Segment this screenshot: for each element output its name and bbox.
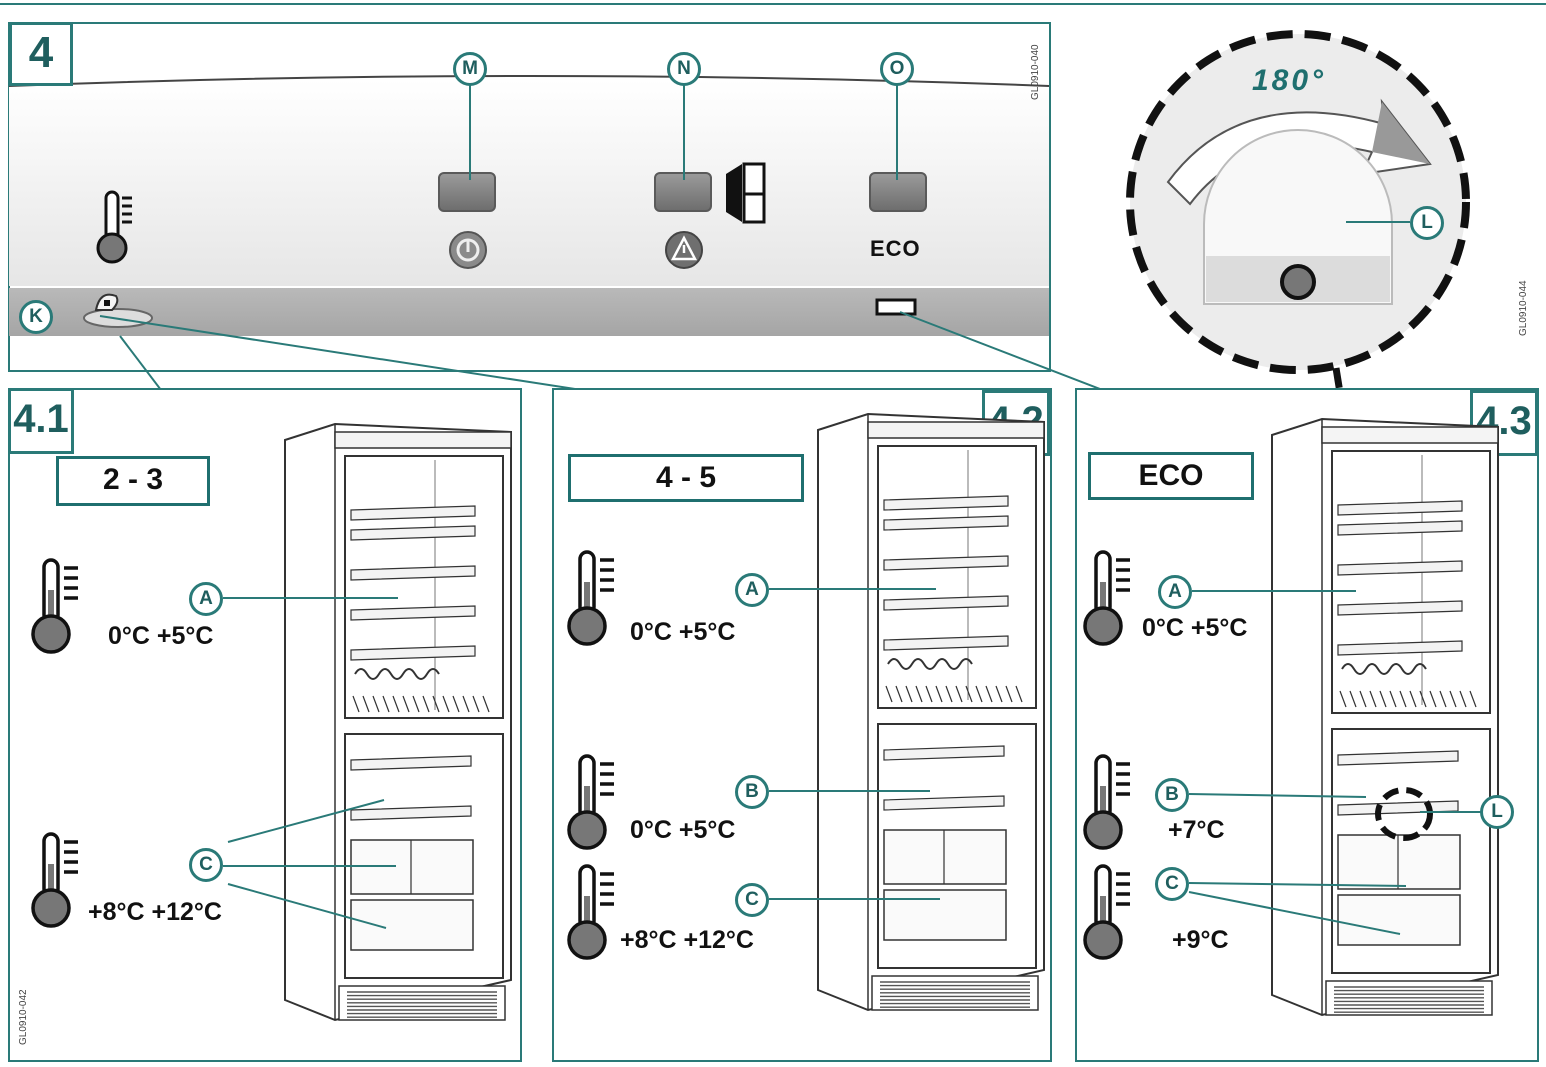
zone-marker-b-4-3: B [1155,778,1189,812]
marker-o: O [880,52,914,86]
mode-label-4-2: 4 - 5 [568,454,804,502]
mode-label-4-1: 2 - 3 [56,456,210,506]
zone-marker-c-4-2: C [735,883,769,917]
mode-label-4-3: ECO [1088,452,1254,500]
fridge-drawing-4-3 [1271,417,1499,1017]
fridge-door-icon [726,162,766,224]
zone-temp-c-4-2: +8°C +12°C [620,926,754,954]
thermometer-icon [31,558,80,654]
thermometer-icon [567,754,616,850]
marker-l-dial: L [1410,206,1444,240]
zone-marker-b-4-2: B [735,775,769,809]
marker-m: M [453,52,487,86]
top-rule [0,3,1546,5]
zone-temp-a-4-1: 0°C +5°C [108,622,214,650]
thermometer-icon [1083,754,1132,850]
zone-leaders-4-1 [223,597,398,929]
zone-marker-c-4-3: C [1155,867,1189,901]
zone-marker-a-4-3: A [1158,575,1192,609]
power-icon [449,231,487,269]
marker-l-fridge: L [1480,795,1514,829]
dial-inset [1126,30,1470,374]
marker-leader-lines [469,84,898,180]
fridge-drawing-4-1 [284,422,512,1022]
marker-n: N [667,52,701,86]
zone-leaders-4-2 [769,588,940,900]
image-code-dial: GL0910-044 [1518,280,1529,336]
zone-leaders-4-3 [1188,590,1407,935]
zone-temp-b-4-2: 0°C +5°C [630,816,736,844]
power-button[interactable] [438,172,496,212]
eco-button[interactable] [869,172,927,212]
zone-temp-a-4-2: 0°C +5°C [630,618,736,646]
image-code-4-1: GL0910-042 [18,989,29,1045]
thermometer-icon [1083,550,1132,646]
image-code-top: GL0910-040 [1030,44,1041,100]
eco-button-label: ECO [870,236,921,261]
zone-temp-a-4-3: 0°C +5°C [1142,614,1248,642]
zone-marker-c-4-1: C [189,848,223,882]
zone-temp-b-4-3: +7°C [1168,816,1225,844]
fridge-drawing-4-2 [817,412,1045,1012]
panel-number-4: 4 [9,22,73,86]
zone-marker-a-4-1: A [189,582,223,616]
marker-k: K [19,300,53,334]
eco-indicator-slot [875,298,917,316]
zone-marker-a-4-2: A [735,573,769,607]
rotation-angle-label: 180° [1252,64,1327,97]
zone-temp-c-4-1: +8°C +12°C [88,898,222,926]
warning-icon [665,231,703,269]
panel-number-4-1: 4.1 [8,388,74,454]
dial-fridge-leader [1420,811,1482,813]
thermometer-icon [567,550,616,646]
thermometer-icon [31,832,80,928]
dial-location-ring [1375,787,1433,841]
zone-temp-c-4-3: +9°C [1172,926,1229,954]
thermometer-icon [567,864,616,960]
thermometer-icon [1083,864,1132,960]
thermometer-icon [96,190,132,264]
